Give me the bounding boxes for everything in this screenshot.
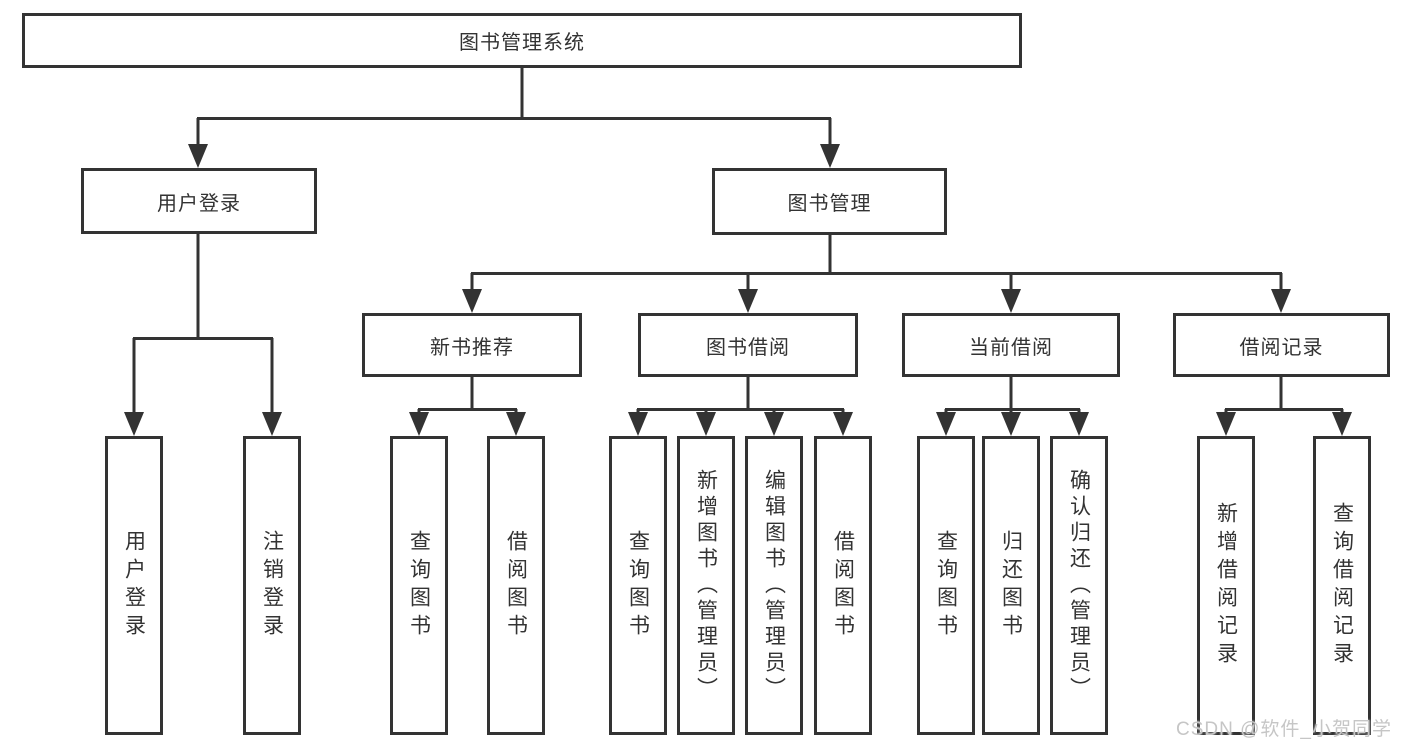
node-current-borrow: 当前借阅 — [902, 313, 1120, 377]
leaf-borrow-book-1: 借阅图书 — [487, 436, 545, 735]
leaf-query-book-1: 查询图书 — [390, 436, 448, 735]
node-borrow-record-label: 借阅记录 — [1239, 336, 1324, 359]
leaf-borrow-book-2-label: 借阅图书 — [831, 529, 855, 642]
node-new-book-recommend: 新书推荐 — [362, 313, 582, 377]
leaf-query-book-1-label: 查询图书 — [407, 529, 431, 642]
watermark: CSDN @软件_小贺同学 — [1176, 719, 1392, 740]
leaf-edit-book-admin: 编辑图书（管理员） — [745, 436, 803, 735]
leaf-logout: 注销登录 — [243, 436, 301, 735]
leaf-return-book-label: 归还图书 — [999, 529, 1023, 642]
leaf-confirm-return-admin: 确认归还（管理员） — [1050, 436, 1108, 735]
leaf-logout-label: 注销登录 — [260, 529, 284, 642]
leaf-borrow-book-2: 借阅图书 — [814, 436, 872, 735]
leaf-user-login-label: 用户登录 — [122, 529, 146, 642]
node-book-borrow-label: 图书借阅 — [706, 336, 790, 359]
leaf-user-login: 用户登录 — [105, 436, 163, 735]
leaf-query-borrow-record: 查询借阅记录 — [1313, 436, 1371, 735]
leaf-add-borrow-record-label: 新增借阅记录 — [1214, 501, 1238, 670]
leaf-query-book-2-label: 查询图书 — [626, 529, 650, 642]
leaf-query-book-3-label: 查询图书 — [934, 529, 958, 642]
node-book-management: 图书管理 — [712, 168, 947, 235]
node-root: 图书管理系统 — [22, 13, 1022, 68]
node-root-label: 图书管理系统 — [459, 32, 585, 54]
node-book-borrow: 图书借阅 — [638, 313, 858, 377]
leaf-return-book: 归还图书 — [982, 436, 1040, 735]
leaf-query-book-2: 查询图书 — [609, 436, 667, 735]
node-new-book-recommend-label: 新书推荐 — [430, 336, 514, 359]
leaf-add-book-admin: 新增图书（管理员） — [677, 436, 735, 735]
leaf-edit-book-admin-label: 编辑图书（管理员） — [762, 468, 786, 703]
leaf-query-book-3: 查询图书 — [917, 436, 975, 735]
node-user-login-label: 用户登录 — [157, 192, 241, 215]
leaf-query-borrow-record-label: 查询借阅记录 — [1330, 501, 1354, 670]
leaf-borrow-book-1-label: 借阅图书 — [504, 529, 528, 642]
leaf-add-borrow-record: 新增借阅记录 — [1197, 436, 1255, 735]
node-current-borrow-label: 当前借阅 — [969, 336, 1053, 359]
node-borrow-record: 借阅记录 — [1173, 313, 1390, 377]
node-book-management-label: 图书管理 — [787, 193, 872, 215]
leaf-confirm-return-admin-label: 确认归还（管理员） — [1067, 468, 1091, 703]
node-user-login: 用户登录 — [81, 168, 317, 234]
leaf-add-book-admin-label: 新增图书（管理员） — [694, 468, 718, 703]
